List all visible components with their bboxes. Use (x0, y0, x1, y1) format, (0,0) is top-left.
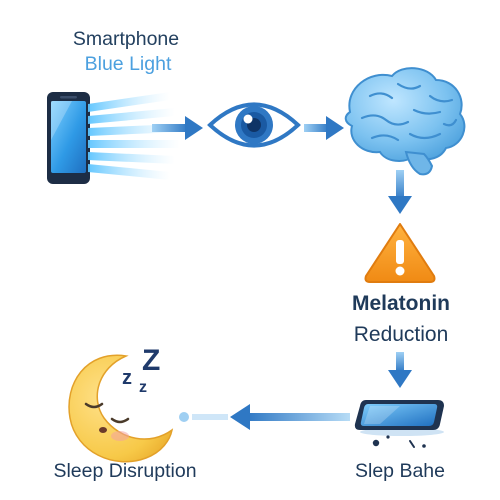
source-label-line2: Blue Light (84, 53, 172, 75)
arrow-to-sleep-icon (179, 404, 350, 430)
zzz-icon: z z Z (122, 344, 160, 396)
source-label-line1: Smartphone (72, 28, 180, 50)
phone-lying-down-icon (354, 400, 444, 448)
smartphone-icon (47, 92, 90, 184)
arrow-to-device-icon (388, 352, 412, 388)
zzz-small-1: z (122, 367, 132, 389)
sleeping-moon-icon (68, 354, 174, 463)
brain-icon (344, 67, 466, 176)
eye-icon (207, 102, 301, 148)
arrow-to-warning-icon (388, 170, 412, 214)
blue-light-rays-icon (88, 92, 180, 180)
device-label: Slep Bahe (355, 460, 445, 482)
warning-icon (364, 223, 436, 283)
zzz-large: Z (142, 344, 160, 377)
effect-label-line1: Melatonin (352, 292, 450, 315)
outcome-label: Sleep Disruption (53, 460, 197, 482)
zzz-small-2: z (139, 379, 147, 396)
effect-label-line2: Reduction (353, 323, 449, 346)
arrow-to-eye-icon (152, 116, 203, 140)
arrow-to-brain-icon (304, 116, 344, 140)
